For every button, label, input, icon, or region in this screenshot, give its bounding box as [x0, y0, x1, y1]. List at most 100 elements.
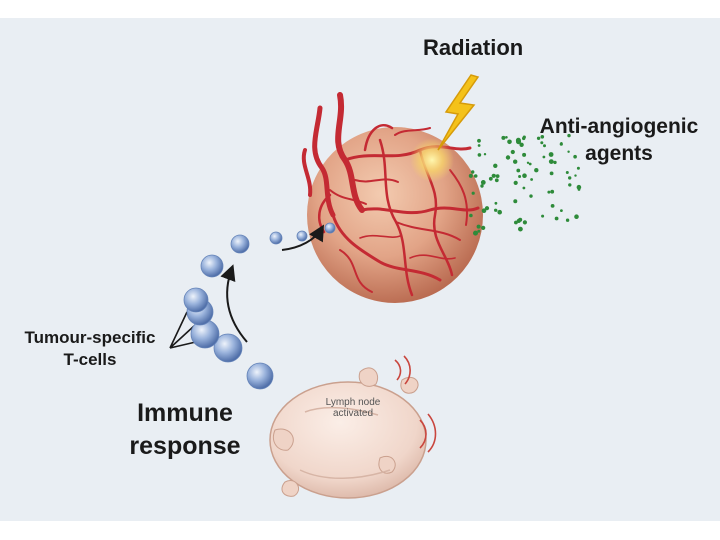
agent-dot — [549, 171, 554, 176]
t-cell-icon — [213, 333, 243, 363]
agent-dot — [507, 139, 512, 145]
agent-dot — [493, 174, 496, 177]
agent-dot — [568, 183, 572, 187]
agent-dot — [548, 152, 554, 157]
agent-dot — [488, 176, 493, 181]
lightning-bolt-icon — [437, 74, 480, 151]
agent-dot — [577, 188, 581, 191]
agent-dot — [519, 142, 524, 147]
agent-dot — [540, 135, 545, 139]
agent-dot — [536, 136, 541, 140]
agent-dot — [493, 163, 498, 168]
t-cell-icon — [269, 231, 283, 245]
agent-dot — [494, 178, 499, 183]
agent-dot — [469, 213, 473, 218]
agent-dot — [477, 144, 481, 147]
tcell-label-line1: Tumour-specific — [24, 328, 156, 347]
agent-dot — [574, 174, 577, 177]
agent-dot — [567, 133, 571, 138]
agent-dot — [501, 135, 506, 140]
agent-dot — [518, 175, 522, 178]
agent-dot — [481, 208, 487, 213]
agent-dot — [473, 174, 478, 178]
lymph-label-line1: Lymph node — [325, 397, 381, 408]
agent-dot — [468, 173, 473, 178]
agent-dot — [477, 153, 482, 157]
agent-dot — [522, 220, 528, 225]
agent-dot — [553, 160, 557, 165]
agent-dot — [540, 141, 544, 145]
agent-dot — [513, 180, 518, 185]
agent-dot — [522, 186, 526, 190]
agent-dot — [567, 150, 570, 153]
agent-dot — [518, 226, 523, 232]
agent-dot — [529, 194, 533, 198]
lymph-node-icon — [269, 355, 437, 499]
agent-dot — [542, 155, 546, 159]
arrow-lymph-to-tcells — [220, 264, 248, 343]
agent-dot — [530, 178, 533, 181]
agent-dot — [576, 166, 580, 170]
anti-angiogenic-label-line2: agents — [585, 142, 653, 165]
immune-label-line2: response — [129, 432, 241, 460]
anti-angiogenic-label-line1: Anti-angiogenic — [539, 115, 699, 138]
t-cell-icon — [296, 230, 308, 242]
immune-response-label: Immune response — [118, 397, 252, 463]
agent-dot — [559, 142, 563, 146]
tcell-label-line2: T-cells — [63, 350, 117, 369]
radiation-impact-glow — [410, 138, 454, 182]
agent-dot — [548, 159, 554, 165]
agent-dot — [480, 184, 484, 188]
agent-dot — [494, 201, 498, 205]
agent-dot — [473, 230, 478, 236]
anti-angiogenic-label: Anti-angiogenic agents — [521, 113, 717, 167]
agent-dot — [526, 161, 530, 164]
agent-dot — [515, 137, 521, 143]
t-cell-group — [183, 222, 336, 390]
agent-dot — [550, 204, 555, 208]
agent-dot — [522, 152, 527, 157]
agent-dot — [495, 174, 500, 179]
radiation-label: Radiation — [423, 35, 524, 60]
agent-dot — [541, 214, 545, 218]
agent-dot — [568, 176, 572, 180]
agent-dot — [513, 199, 518, 204]
t-cell-icon — [200, 254, 224, 278]
t-cell-icon — [324, 222, 336, 234]
agent-dot — [547, 190, 551, 194]
agent-dot — [528, 162, 532, 166]
t-cell-icon — [230, 234, 250, 254]
anti-angiogenic-agent-dots — [468, 133, 582, 236]
t-cell-icon — [183, 287, 209, 313]
agent-dot — [522, 136, 526, 141]
agent-dot — [516, 168, 521, 173]
agent-dot — [576, 184, 582, 190]
lymph-label-line2: activated — [332, 408, 374, 419]
agent-dot — [522, 173, 527, 178]
agent-dot — [481, 225, 486, 230]
t-cell-icon — [246, 362, 274, 390]
agent-dot — [554, 216, 559, 221]
agent-dot — [471, 191, 475, 195]
agent-dot — [494, 208, 498, 212]
tcell-label: Tumour-specific T-cells — [8, 327, 172, 371]
agent-dot — [480, 180, 486, 185]
agent-dot — [514, 220, 518, 225]
agent-dot — [516, 218, 521, 223]
agent-dot — [483, 153, 487, 156]
agent-dot — [543, 144, 546, 148]
agent-dot — [510, 149, 515, 155]
agent-dot — [477, 138, 481, 143]
immune-label-line1: Immune — [137, 399, 233, 427]
agent-dot — [560, 209, 563, 213]
agent-dot — [513, 159, 518, 164]
agent-dot — [505, 155, 511, 160]
agent-dot — [573, 154, 577, 159]
agent-dot — [476, 224, 481, 229]
agent-dot — [574, 214, 579, 219]
agent-dot — [565, 218, 570, 222]
agent-dot — [550, 189, 555, 194]
agent-dot — [565, 171, 569, 174]
lymph-node-label: Lymph node activated — [298, 397, 408, 419]
